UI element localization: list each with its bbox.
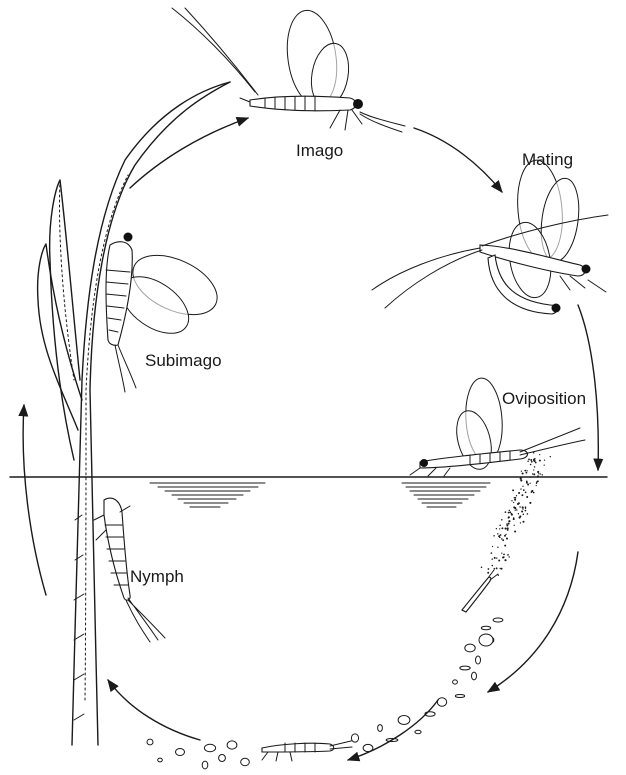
label-mating: Mating xyxy=(522,150,573,169)
arrow-mating-to-oviposition xyxy=(578,305,598,470)
reflection-hatching-right xyxy=(402,483,490,507)
eggs-sinking xyxy=(481,452,551,576)
label-oviposition: Oviposition xyxy=(502,389,586,408)
young-nymph-illustration xyxy=(462,570,498,612)
arrow-bed-to-stem xyxy=(108,680,200,740)
arrow-nymph-along-bed xyxy=(348,700,438,760)
cycle-arrows xyxy=(23,118,598,760)
arrow-nymph-to-subimago xyxy=(23,405,46,595)
imago-illustration xyxy=(240,7,405,132)
mating-illustration xyxy=(372,158,608,314)
crawling-nymph-illustration xyxy=(262,740,355,761)
label-nymph: Nymph xyxy=(130,567,184,586)
label-imago: Imago xyxy=(296,141,343,160)
arrow-imago-to-mating xyxy=(414,128,502,192)
arrow-subimago-to-imago xyxy=(130,118,248,188)
reed-stem xyxy=(38,8,258,745)
label-subimago: Subimago xyxy=(145,351,222,370)
reflection-hatching-left xyxy=(150,483,265,507)
